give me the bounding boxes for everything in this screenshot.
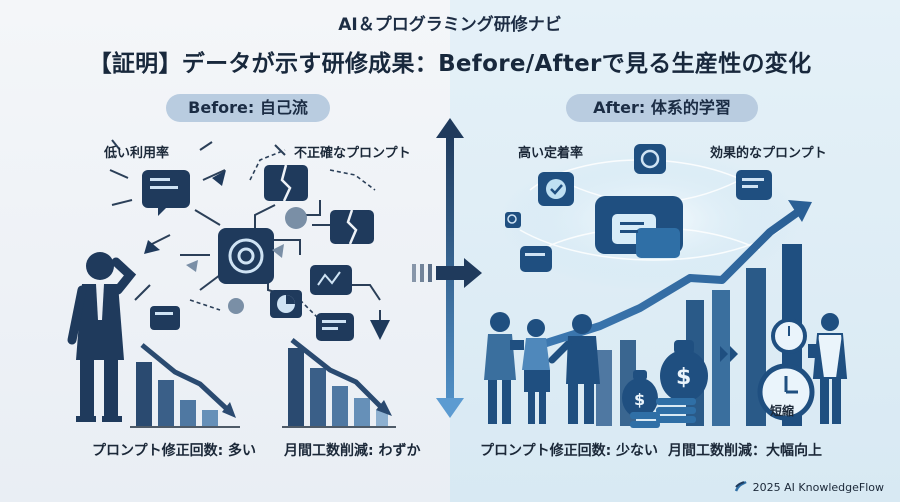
- chat-icon-small: [316, 313, 354, 341]
- businessman-with-tablet: [484, 312, 524, 424]
- inaccurate-prompt-label: 不正確なプロンプト: [294, 146, 411, 161]
- warning-chat-icon: [310, 265, 352, 295]
- after-badge: After: 体系的学習: [566, 94, 758, 122]
- header-subtitle: AI＆プログラミング研修ナビ: [338, 15, 562, 35]
- pie-chart-icon: [270, 290, 302, 318]
- before-hours-saved-metric: 月間工数削減: わずか: [284, 443, 421, 459]
- central-chat-cluster-icon: [595, 196, 683, 258]
- footer: 2025 AI KnowledgeFlow: [734, 480, 884, 494]
- after-prompt-fixes-metric: プロンプト修正回数: 少ない: [480, 443, 659, 459]
- businesswoman: [522, 319, 550, 424]
- fast-forward-icon: [720, 346, 738, 362]
- svg-text:$: $: [634, 390, 645, 409]
- clock-icon: [757, 363, 815, 421]
- businessman-with-clipboard: [808, 313, 848, 424]
- growth-arrow-icon: [538, 200, 812, 349]
- chat-icon-after-small: [520, 246, 552, 272]
- before-prompt-fixes-metric: プロンプト修正回数: 多い: [92, 443, 257, 459]
- shapes-decor: [144, 170, 390, 340]
- stressed-businessman: [67, 252, 137, 422]
- businessman-handshake: [548, 314, 600, 424]
- svg-text:$: $: [676, 365, 691, 390]
- after-hours-saved-metric: 月間工数削減：大幅向上: [668, 443, 822, 459]
- page-title: 【証明】データが示す研修成果：Before/Afterで見る生産性の変化: [88, 51, 812, 77]
- before-badge: Before: 自己流: [166, 94, 330, 122]
- money-bag-icon-small: $: [622, 370, 658, 418]
- search-icon: [505, 212, 521, 228]
- effective-chat-icon: [736, 170, 772, 200]
- chaos-lines: [109, 139, 381, 335]
- copyright-text: 2025 AI KnowledgeFlow: [752, 480, 884, 494]
- before-declining-chart-2: [282, 338, 396, 428]
- chat-icon-tiny: [150, 306, 180, 330]
- high-adoption-label: 高い定着率: [518, 146, 584, 161]
- broken-message-icon: [264, 164, 308, 202]
- stopwatch-icon: [771, 313, 807, 354]
- coin-stack-icon: [630, 398, 696, 428]
- before-declining-chart-1: [130, 343, 240, 428]
- money-bag-icon: $: [660, 340, 708, 402]
- ai-logo-icon: [634, 144, 666, 174]
- right-arrow-icon: [412, 258, 482, 288]
- low-usage-label: 低い利用率: [104, 146, 170, 161]
- clock-shorten-label: 短縮: [770, 404, 795, 418]
- ai-chip-icon: [218, 228, 274, 284]
- chat-bubble-icon: [142, 170, 190, 216]
- broken-message-icon-2: [330, 209, 374, 245]
- effective-prompt-label: 効果的なプロンプト: [710, 146, 827, 161]
- knowledgeflow-logo-icon: [734, 480, 747, 492]
- check-chat-icon: [538, 172, 574, 206]
